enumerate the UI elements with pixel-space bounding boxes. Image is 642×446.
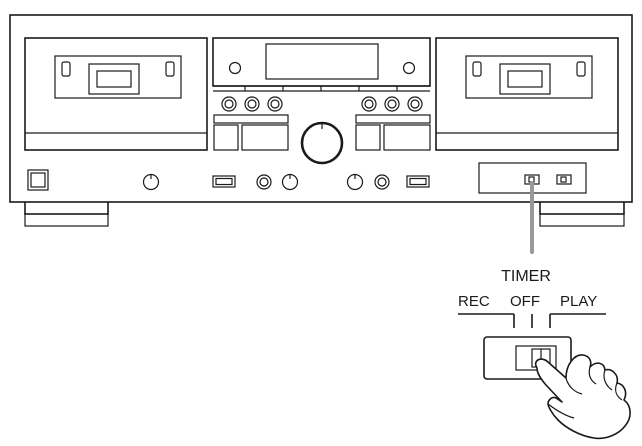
hand-pointer-icon	[534, 354, 631, 440]
center-left-knob[interactable]	[256, 174, 272, 190]
center-right-knob[interactable]	[374, 174, 390, 190]
left-transport-buttons[interactable]	[221, 96, 283, 112]
right-bottom-button[interactable]	[406, 175, 430, 188]
left-small-knob[interactable]	[142, 173, 160, 191]
right-key-block[interactable]	[355, 114, 431, 151]
right-transport-buttons[interactable]	[361, 96, 423, 112]
right-foot	[539, 202, 625, 227]
switch-position-markers	[458, 313, 606, 328]
left-key-block[interactable]	[213, 114, 289, 151]
left-foot	[24, 202, 109, 227]
left-indicator-icon	[228, 61, 242, 75]
right-indicator-icon	[402, 61, 416, 75]
left-cassette-door[interactable]	[24, 37, 208, 151]
display-window	[265, 43, 379, 80]
timer-label: TIMER	[501, 268, 551, 285]
center-knob-3[interactable]	[346, 173, 364, 191]
play-label: PLAY	[560, 293, 597, 310]
rec-label: REC	[458, 293, 490, 310]
off-label: OFF	[510, 293, 540, 310]
right-cassette-door[interactable]	[435, 37, 619, 151]
power-button[interactable]	[27, 169, 49, 191]
volume-knob[interactable]	[300, 121, 344, 165]
center-knob-2[interactable]	[281, 173, 299, 191]
display-panel	[212, 37, 431, 92]
cassette-deck	[9, 14, 633, 227]
left-bottom-button[interactable]	[212, 175, 236, 188]
